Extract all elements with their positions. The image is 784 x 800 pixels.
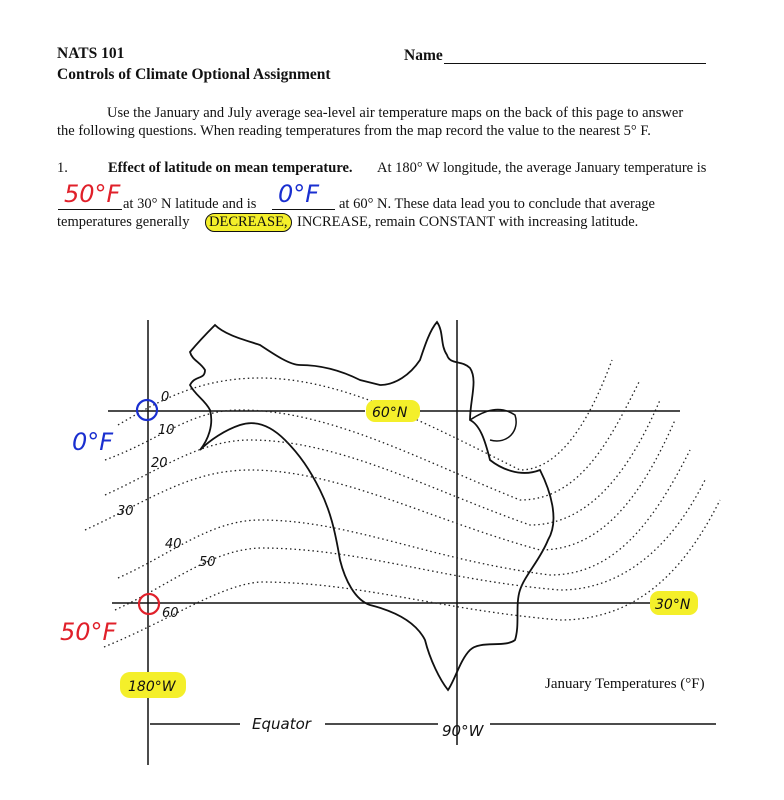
answer-60n: 0°F [278, 180, 320, 208]
label-30n: 30°N [655, 597, 691, 613]
circle-60n-180w [135, 398, 159, 422]
isotherm-label-0: 0 [161, 390, 169, 405]
highlight-30n [650, 591, 698, 615]
highlight-60n [366, 400, 420, 422]
answer-30n-blank[interactable] [58, 209, 122, 210]
assignment-title: Controls of Climate Optional Assignment [57, 66, 331, 83]
question-number: 1. [57, 160, 68, 176]
instructions-line-1: Use the January and July average sea-lev… [107, 105, 684, 121]
name-field[interactable] [444, 63, 706, 64]
question-text-2: at 30° N latitude and is [123, 196, 257, 212]
question-text-5: INCREASE, remain CONSTANT with increasin… [297, 214, 639, 230]
circle-30n-180w [137, 592, 161, 616]
label-equator: Equator [252, 715, 312, 733]
answer-60n-blank[interactable] [272, 209, 335, 210]
label-60n: 60°N [372, 405, 408, 421]
isotherm-label-10: 10 [158, 423, 175, 438]
isotherm-30 [84, 419, 676, 551]
choice-decrease-circled[interactable]: DECREASE, [205, 213, 292, 232]
question-heading: Effect of latitude on mean temperature. [108, 160, 353, 176]
answer-30n: 50°F [64, 180, 121, 208]
map-title: January Temperatures (°F) [545, 676, 705, 692]
isotherm-50 [114, 479, 706, 611]
isotherm-0 [117, 359, 613, 471]
question-text-1: At 180° W longitude, the average January… [377, 160, 707, 176]
isotherm-label-30: 30 [117, 504, 134, 519]
hudson-bay-outline [469, 408, 517, 442]
isotherm-10 [104, 379, 641, 501]
annotation-50f: 50°F [60, 618, 118, 646]
highlight-180w [120, 672, 186, 698]
north-america-outline [188, 320, 555, 692]
name-label: Name [404, 47, 443, 64]
course-code: NATS 101 [57, 45, 125, 62]
isotherm-40 [117, 449, 691, 579]
isotherm-label-50: 50 [199, 555, 216, 570]
isotherm-20 [104, 399, 661, 526]
label-180w: 180°W [128, 679, 177, 695]
annotation-0f: 0°F [72, 428, 114, 456]
question-text-3: at 60° N. These data lead you to conclud… [339, 196, 655, 212]
isotherm-label-40: 40 [165, 537, 182, 552]
isotherm-label-20: 20 [151, 456, 168, 471]
instructions-line-2: the following questions. When reading te… [57, 123, 651, 139]
label-90w: 90°W [442, 722, 485, 740]
isotherm-label-60: 60 [162, 606, 179, 621]
question-text-4: temperatures generally [57, 214, 190, 230]
